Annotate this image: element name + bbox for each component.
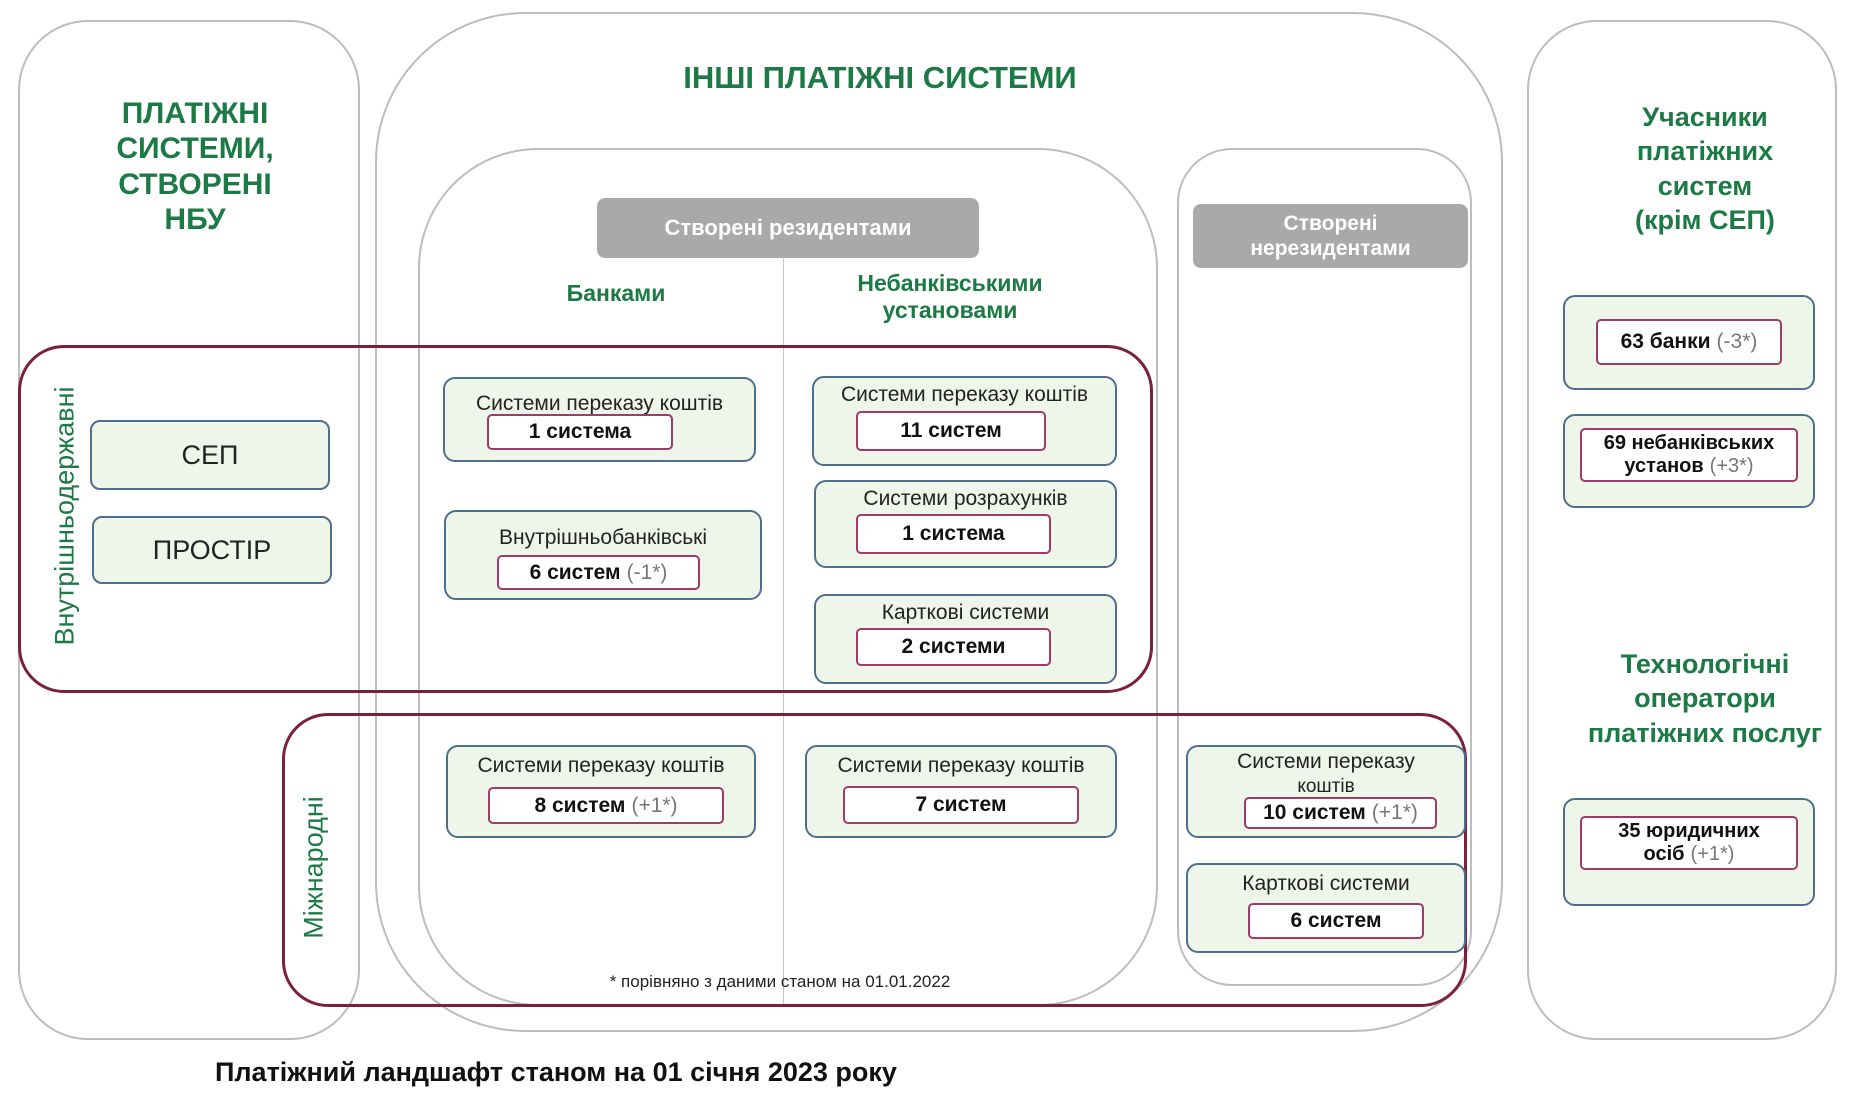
value-pill: 7 систем xyxy=(843,786,1079,824)
participants-nonbanks-box: 69 небанківських установ(+3*) xyxy=(1563,414,1815,508)
value-pill: 69 небанківських установ(+3*) xyxy=(1580,428,1798,482)
box-title-line: коштів xyxy=(1297,776,1355,798)
box-title: Системи переказу коштів xyxy=(475,392,724,415)
delta-text: (-3*) xyxy=(1716,330,1758,354)
international-frame xyxy=(282,713,1467,1007)
value-pill: 2 системи xyxy=(856,628,1051,666)
box-title: Карткові системи xyxy=(1242,872,1410,895)
box-title: Системи розрахунків xyxy=(863,487,1068,510)
residents-divider xyxy=(783,255,784,1005)
value-pill: 6 систем(-1*) xyxy=(497,555,700,590)
participants-title: Учасники платіжних систем (крім СЕП) xyxy=(1555,100,1851,237)
participants-panel xyxy=(1527,20,1837,1040)
value-pill: 35 юридичних осіб(+1*) xyxy=(1580,816,1798,870)
value-pill: 10 систем(+1*) xyxy=(1244,797,1437,829)
participants-title-line: платіжних xyxy=(1636,136,1774,167)
international-label: Міжнародні xyxy=(298,796,329,939)
nbu-title-line: СИСТЕМИ, xyxy=(116,132,274,166)
residents-tag: Створені резидентами xyxy=(597,198,979,258)
nonresidents-tag: Створені нерезидентами xyxy=(1193,204,1468,268)
value-text: 2 системи xyxy=(901,635,1006,659)
domestic-frame xyxy=(18,345,1153,693)
value-text: 1 система xyxy=(902,522,1005,546)
operators-title-line: оператори xyxy=(1634,683,1776,714)
value-text: 7 систем xyxy=(915,793,1007,817)
box-title: Системи переказу коштів xyxy=(477,754,725,777)
participants-title-line: Учасники xyxy=(1642,102,1768,132)
value-pill: 1 система xyxy=(487,414,673,450)
value-text: 35 юридичних xyxy=(1618,820,1760,842)
delta-text: (+1*) xyxy=(1371,801,1418,825)
nonres-card-box: Карткові системи 6 систем xyxy=(1186,863,1466,953)
nonbank-settlement-box: Системи розрахунків 1 система xyxy=(814,480,1117,568)
delta-text: (+1*) xyxy=(1690,843,1735,865)
operators-entities-box: 35 юридичних осіб(+1*) xyxy=(1563,798,1815,906)
delta-text: (-1*) xyxy=(626,560,668,584)
box-title-line: Системи переказу xyxy=(1237,750,1415,773)
value-text: установ xyxy=(1624,455,1704,477)
value-text: 11 систем xyxy=(900,419,1002,443)
value-line2: осіб(+1*) xyxy=(1644,843,1735,866)
sep-box: СЕП xyxy=(90,420,330,490)
box-title: Системи переказу коштів xyxy=(837,754,1085,777)
value-text: 63 банки xyxy=(1620,330,1711,354)
other-systems-title: ІНШІ ПЛАТІЖНІ СИСТЕМИ xyxy=(683,60,1077,95)
nbu-title-line: НБУ xyxy=(164,203,226,237)
box-title: Системи переказу коштів xyxy=(840,383,1089,406)
participants-title-line: систем xyxy=(1657,170,1753,201)
nonresidents-tag-line: нерезидентами xyxy=(1250,237,1411,260)
other-systems-panel xyxy=(375,12,1503,1032)
nonbank-card-box: Карткові системи 2 системи xyxy=(814,594,1117,684)
nbu-title: ПЛАТІЖНІ СИСТЕМИ, СТВОРЕНІ НБУ xyxy=(80,96,310,238)
participants-title-line: (крім СЕП) xyxy=(1635,204,1775,235)
box-title: Системи переказу коштів xyxy=(1188,749,1464,799)
value-pill: 1 система xyxy=(856,514,1051,554)
value-text: осіб xyxy=(1643,843,1685,865)
value-text: 8 систем xyxy=(534,793,626,817)
operators-title-line: платіжних послуг xyxy=(1587,717,1823,748)
prostir-box: ПРОСТІР xyxy=(92,516,332,584)
bank-transfer-international-box: Системи переказу коштів 8 систем(+1*) xyxy=(446,745,756,838)
value-pill: 8 систем(+1*) xyxy=(488,787,724,824)
operators-title-line: Технологічні xyxy=(1620,649,1790,679)
value-pill: 63 банки(-3*) xyxy=(1596,319,1782,365)
participants-banks-box: 63 банки(-3*) xyxy=(1563,295,1815,390)
delta-text: (+3*) xyxy=(1709,455,1754,477)
value-text: 6 систем xyxy=(529,560,621,584)
domestic-label: Внутрішньодержавні xyxy=(49,386,80,646)
value-text: 1 система xyxy=(528,420,632,444)
value-text: 69 небанківських xyxy=(1603,432,1775,454)
nonresidents-panel xyxy=(1177,148,1472,986)
operators-title: Технологічні оператори платіжних послуг xyxy=(1555,647,1851,750)
bank-transfer-domestic-box: Системи переказу коштів 1 система xyxy=(443,377,756,462)
footnote: * порівняно з даними станом на 01.01.202… xyxy=(609,972,951,991)
box-title: Внутрішньобанківські xyxy=(498,526,708,549)
diagram-caption: Платіжний ландшафт станом на 01 січня 20… xyxy=(215,1057,897,1087)
nbu-title-line: СТВОРЕНІ xyxy=(118,167,272,201)
box-title: Карткові системи xyxy=(881,601,1050,624)
nonresidents-tag-line: Створені xyxy=(1283,211,1378,235)
nonres-transfer-box: Системи переказу коштів 10 систем(+1*) xyxy=(1186,745,1466,838)
nonbank-label-line: Небанківськими xyxy=(857,270,1043,296)
bank-intrabank-box: Внутрішньобанківські 6 систем(-1*) xyxy=(444,510,762,600)
value-line2: установ(+3*) xyxy=(1624,455,1753,478)
nonbank-label-line: установами xyxy=(882,297,1018,324)
delta-text: (+1*) xyxy=(631,793,678,817)
nonbank-transfer-domestic-box: Системи переказу коштів 11 систем xyxy=(812,376,1117,466)
nbu-title-line: ПЛАТІЖНІ xyxy=(121,97,269,130)
banks-label: Банками xyxy=(566,280,666,306)
value-pill: 11 систем xyxy=(856,411,1046,451)
value-pill: 6 систем xyxy=(1248,903,1424,939)
nonbank-transfer-international-box: Системи переказу коштів 7 систем xyxy=(805,745,1117,838)
value-text: 6 систем xyxy=(1290,909,1382,933)
nonbank-label: Небанківськими установами xyxy=(820,270,1080,324)
value-text: 10 систем xyxy=(1263,801,1366,825)
